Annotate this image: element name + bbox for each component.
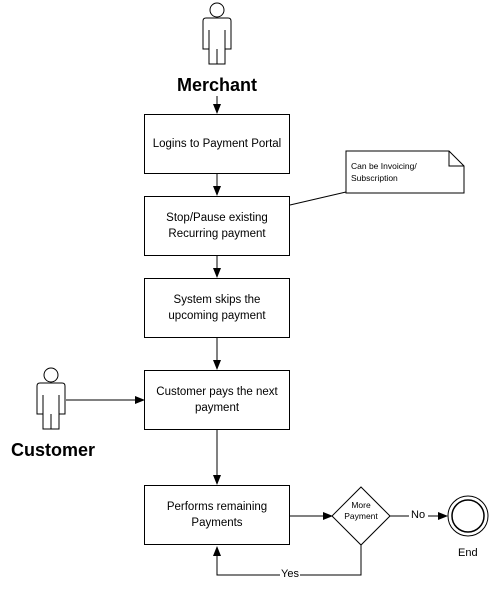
decision-line-1: More xyxy=(351,500,371,510)
note-line-1: Can be Invoicing/ xyxy=(351,161,417,171)
step-customer-pays: Customer pays the next payment xyxy=(144,370,290,430)
no-label: No xyxy=(410,509,427,521)
end-event-icon xyxy=(447,495,489,537)
merchant-actor-icon xyxy=(202,2,232,65)
customer-label: Customer xyxy=(11,440,96,460)
step-login-label: Logins to Payment Portal xyxy=(152,138,282,150)
yes-label: Yes xyxy=(280,568,300,580)
step-system-skips-label: System skips the upcoming payment xyxy=(168,294,266,322)
step-customer-pays-label: Customer pays the next payment xyxy=(156,386,278,414)
note-line-2: Subscription xyxy=(351,173,398,183)
decision-label: More Payment xyxy=(336,500,386,522)
note-shape xyxy=(345,150,465,194)
step-login: Logins to Payment Portal xyxy=(144,114,290,174)
decision-diamond xyxy=(331,486,391,546)
note-connector xyxy=(289,191,347,206)
step-stop-pause: Stop/Pause existing Recurring payment xyxy=(144,196,290,256)
note-text: Can be Invoicing/ Subscription xyxy=(351,160,417,184)
step-system-skips: System skips the upcoming payment xyxy=(144,278,290,338)
step-performs-remaining: Performs remaining Payments xyxy=(144,485,290,545)
customer-actor-icon xyxy=(36,367,66,430)
end-label: End xyxy=(458,547,478,559)
merchant-label: Merchant xyxy=(177,75,258,95)
step-performs-remaining-label: Performs remaining Payments xyxy=(166,501,268,529)
decision-line-2: Payment xyxy=(344,511,378,521)
step-stop-pause-label: Stop/Pause existing Recurring payment xyxy=(166,212,268,240)
